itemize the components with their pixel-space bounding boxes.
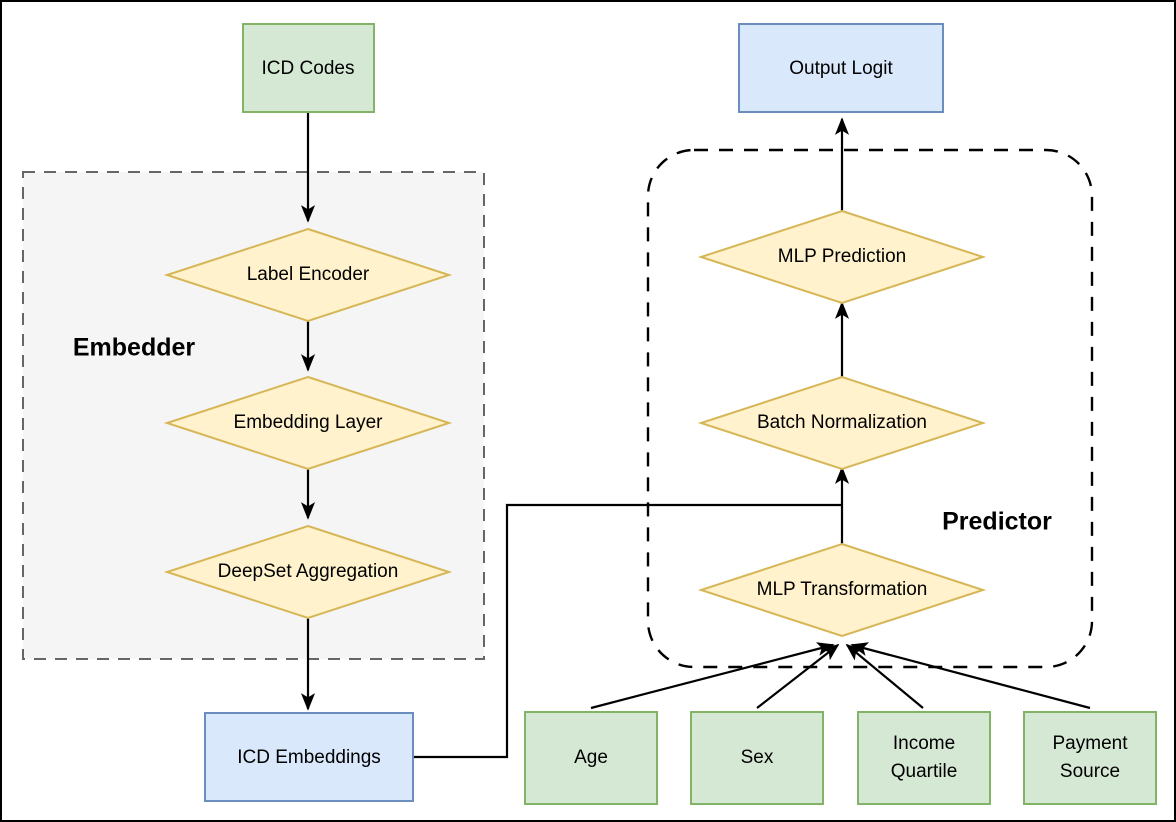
embedding-layer-label: Embedding Layer: [234, 412, 384, 433]
icd-embeddings-box[interactable]: [204, 712, 414, 802]
mlp-prediction-label: MLP Prediction: [778, 246, 907, 267]
payment-source-box[interactable]: [1023, 711, 1157, 805]
edge-age-to-mlp-transformation: [590, 642, 835, 710]
edge-sex-to-mlp-transformation: [756, 643, 840, 709]
mlp-transformation-diamond[interactable]: [697, 542, 987, 638]
group-predictor: Predictor: [646, 148, 1094, 669]
mlp-prediction-diamond[interactable]: [697, 209, 987, 305]
payment-source-label-line1: Payment: [1053, 733, 1129, 754]
output-logit-label: Output Logit: [789, 58, 893, 79]
node-output-logit[interactable]: Output Logit: [738, 23, 944, 113]
edges-layer: [300, 112, 1091, 759]
node-income-quartile[interactable]: Income Quartile: [857, 711, 991, 805]
label-encoder-diamond[interactable]: [163, 227, 453, 323]
node-payment-source[interactable]: Payment Source: [1023, 711, 1157, 805]
batch-normalization-diamond[interactable]: [697, 375, 987, 471]
embedder-label: Embedder: [73, 334, 196, 362]
deepset-aggregation-diamond[interactable]: [163, 524, 453, 620]
node-batch-normalization[interactable]: Batch Normalization: [697, 375, 987, 471]
income-quartile-label-line2: Quartile: [891, 761, 958, 782]
node-deepset-aggregation[interactable]: DeepSet Aggregation: [163, 524, 453, 620]
icd-codes-label: ICD Codes: [262, 58, 355, 79]
node-label-encoder[interactable]: Label Encoder: [163, 227, 453, 323]
node-mlp-transformation[interactable]: MLP Transformation: [697, 542, 987, 638]
income-quartile-box[interactable]: [857, 711, 991, 805]
predictor-label: Predictor: [942, 508, 1052, 536]
sex-label: Sex: [741, 747, 774, 768]
age-box[interactable]: [524, 711, 658, 805]
age-label: Age: [574, 747, 608, 768]
node-embedding-layer[interactable]: Embedding Layer: [163, 375, 453, 471]
predictor-boundary: [646, 148, 1094, 669]
node-age[interactable]: Age: [524, 711, 658, 805]
edge-payment-source-to-mlp-transformation: [850, 642, 1091, 710]
sex-box[interactable]: [690, 711, 824, 805]
icd-embeddings-label: ICD Embeddings: [237, 747, 381, 768]
embedding-layer-diamond[interactable]: [163, 375, 453, 471]
batch-normalization-label: Batch Normalization: [757, 412, 927, 433]
node-mlp-prediction[interactable]: MLP Prediction: [697, 209, 987, 305]
mlp-transformation-label: MLP Transformation: [757, 579, 928, 600]
label-encoder-label: Label Encoder: [247, 264, 370, 285]
payment-source-label-line2: Source: [1060, 761, 1120, 782]
deepset-aggregation-label: DeepSet Aggregation: [218, 561, 399, 582]
output-logit-box[interactable]: [738, 23, 944, 113]
node-sex[interactable]: Sex: [690, 711, 824, 805]
node-icd-codes[interactable]: ICD Codes: [242, 23, 375, 113]
icd-codes-box[interactable]: [242, 23, 375, 113]
edge-icd-embeddings-to-batch-norm: [413, 503, 842, 759]
income-quartile-label-line1: Income: [893, 733, 955, 754]
node-icd-embeddings[interactable]: ICD Embeddings: [204, 712, 414, 802]
